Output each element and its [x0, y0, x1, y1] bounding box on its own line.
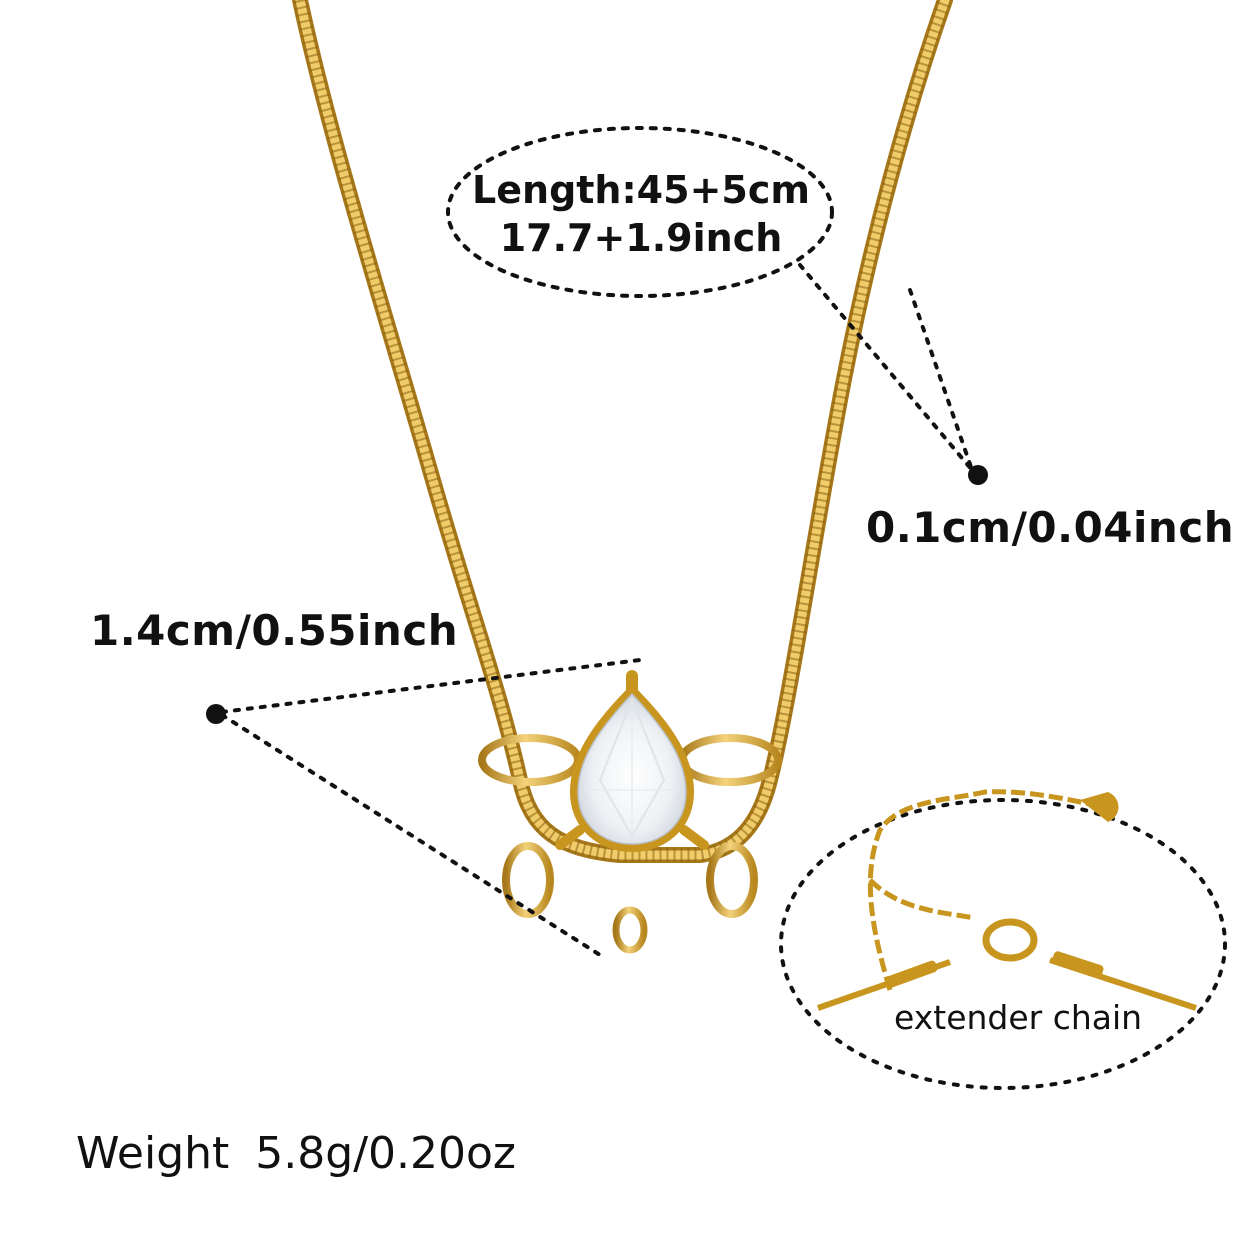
extender-chain-callout: [779, 789, 1227, 1090]
weight-value: 5.8g/0.20oz: [255, 1128, 517, 1179]
length-inch-text: 17.7+1.9inch: [499, 216, 783, 260]
weight-info: Weight 5.8g/0.20oz: [76, 1128, 542, 1179]
length-callout-ellipse: [446, 126, 834, 298]
chain-thickness-pointer: [798, 263, 988, 485]
length-cm-text: Length:45+5cm: [472, 168, 810, 212]
pendant: [478, 670, 782, 954]
length-annotation: Length:45+5cm 17.7+1.9inch: [448, 166, 834, 262]
chain-thickness-label: 0.1cm/0.04inch: [866, 503, 1235, 552]
extender-chain-label: extender chain: [894, 998, 1143, 1037]
pendant-size-label: 1.4cm/0.55inch: [90, 606, 459, 655]
necklace-chain: [292, 0, 953, 863]
pendant-size-pointer: [206, 658, 642, 957]
weight-label: Weight: [76, 1128, 230, 1179]
